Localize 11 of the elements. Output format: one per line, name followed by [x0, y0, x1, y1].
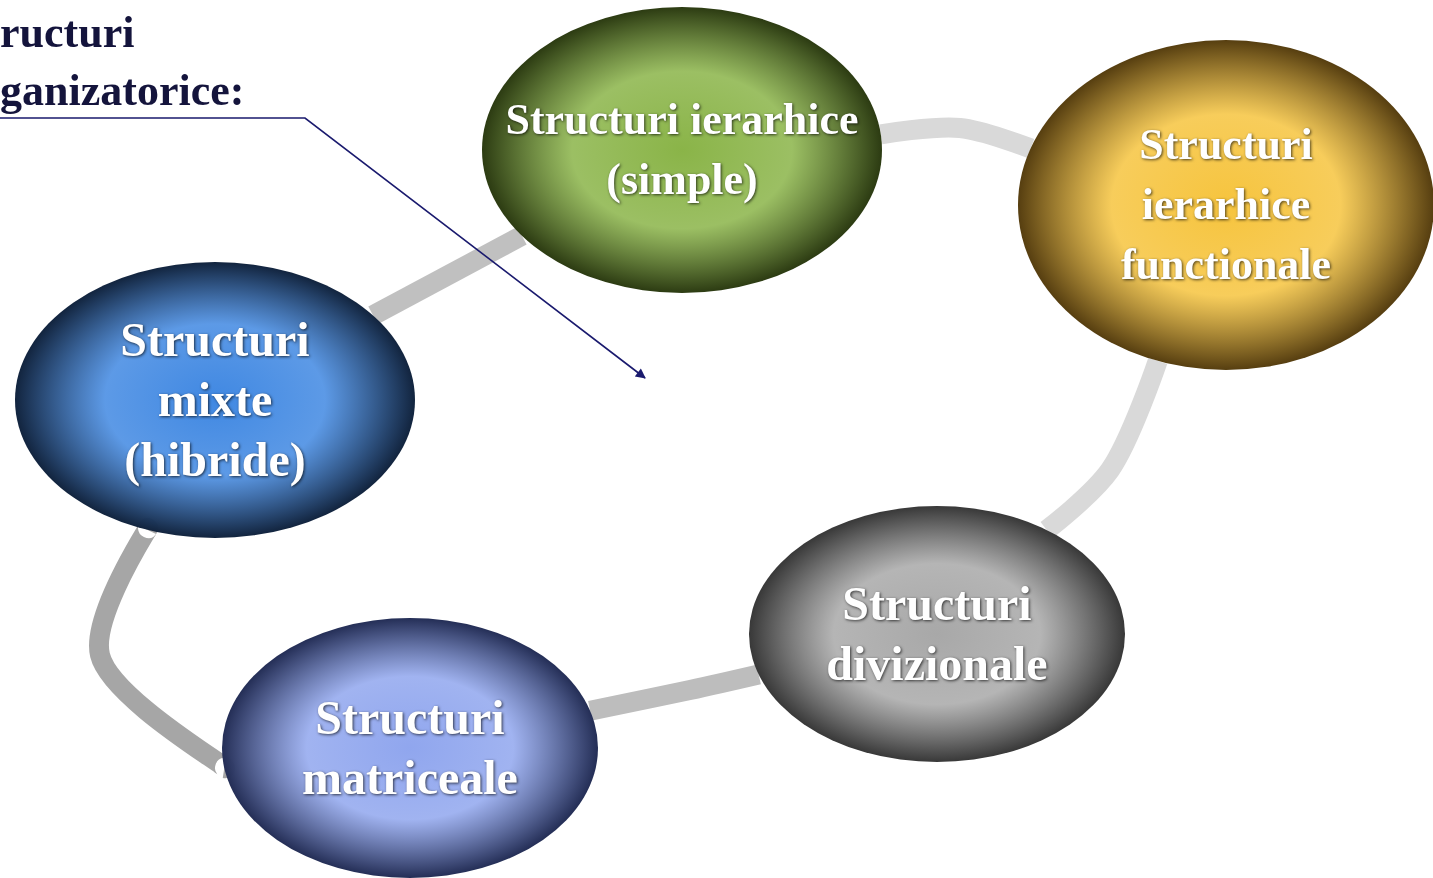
ellipse-label: Structuri matriceale [301, 690, 519, 806]
connector-band [588, 664, 761, 721]
ellipse-label: Structuri ierarhice functionale [1119, 119, 1333, 291]
connector-band [368, 226, 527, 325]
connector-band [1040, 357, 1168, 538]
heading-text: ructuri ganizatorice: [0, 7, 246, 117]
leader-line [0, 117, 646, 379]
connector-band [879, 117, 1035, 158]
ellipse-label: Structuri ierarhice (simple) [504, 94, 860, 206]
ellipse-label: Structuri divizionale [825, 576, 1049, 692]
ellipse-label: Structuri mixte (hibride) [119, 312, 311, 489]
